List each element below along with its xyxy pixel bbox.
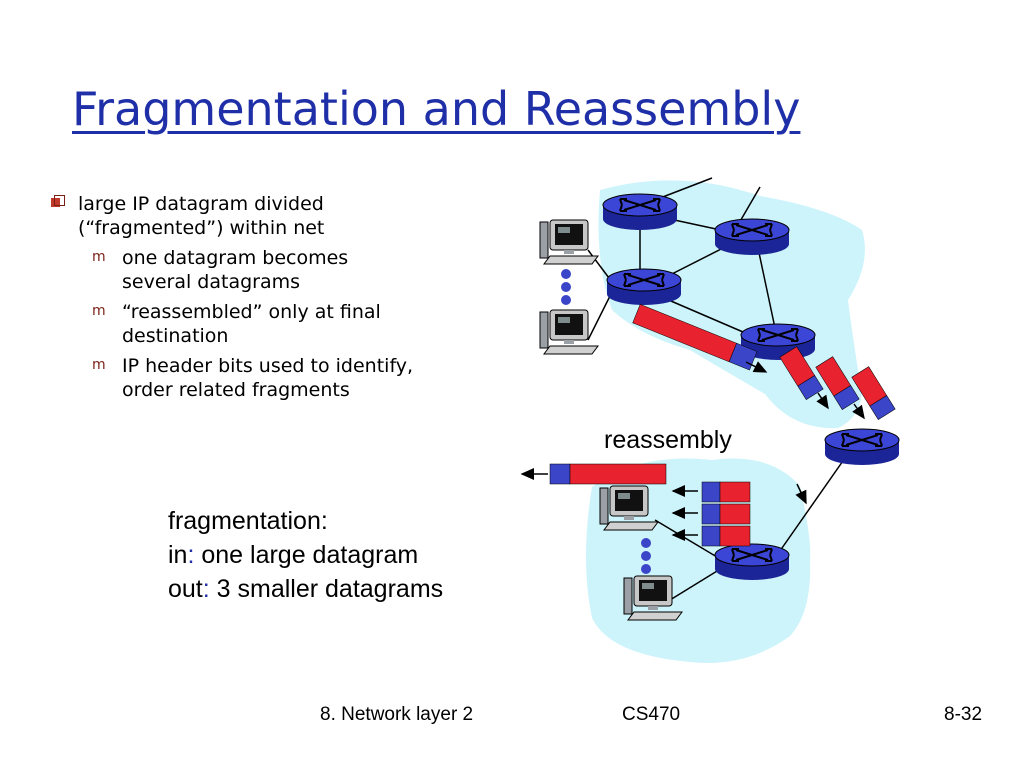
bullet-text: large IP datagram divided (“fragmented”)… — [78, 193, 325, 239]
arrow-icon — [745, 361, 865, 505]
router-icon — [714, 543, 790, 581]
fragmentation-in-line: in: one large datagram — [168, 541, 419, 569]
sub-bullet-text: one datagram becomes several datagrams — [122, 247, 349, 293]
bullet-item: large IP datagram divided (“fragmented”)… — [50, 192, 420, 240]
sub-bullet-icon: m — [92, 303, 106, 319]
footer-left: 8. Network layer 2 — [320, 704, 474, 725]
fragmentation-out-line: out: 3 smaller datagrams — [168, 575, 444, 603]
router-icon — [824, 428, 900, 466]
arriving-fragments — [701, 481, 751, 547]
sub-bullet-item: m “reassembled” only at final destinatio… — [50, 300, 420, 348]
router-icon — [714, 218, 790, 256]
in-text: one large datagram — [194, 541, 419, 569]
in-label: in — [168, 541, 188, 569]
fragmentation-heading: fragmentation: — [168, 507, 328, 535]
slide-title: Fragmentation and Reassembly — [72, 82, 801, 136]
sub-bullet-icon: m — [92, 249, 106, 265]
out-text: 3 smaller datagrams — [209, 575, 444, 603]
footer-center: CS470 — [622, 704, 681, 725]
footer-page-number: 8-32 — [944, 704, 983, 725]
more-hosts-dots-icon — [561, 269, 651, 574]
out-label: out — [168, 575, 203, 603]
sub-bullet-item: m one datagram becomes several datagrams — [50, 246, 420, 294]
sub-bullet-text: “reassembled” only at final destination — [122, 301, 381, 347]
bullet-list: large IP datagram divided (“fragmented”)… — [50, 192, 420, 402]
sub-bullet-item: m IP header bits used to identify, order… — [50, 354, 420, 402]
arrow-icon — [671, 485, 698, 541]
square-bullet-icon — [50, 195, 66, 211]
reassembly-label: reassembly — [604, 426, 732, 454]
host-computer-icon — [539, 219, 599, 265]
router-icon — [602, 193, 678, 231]
router-icon — [606, 268, 682, 306]
fragment-datagram — [851, 366, 896, 420]
fragmentation-note: fragmentation: in: one large datagram ou… — [168, 504, 443, 606]
sub-bullet-text: IP header bits used to identify, order r… — [122, 355, 414, 401]
fragment-datagram — [815, 356, 860, 410]
sub-bullet-icon: m — [92, 357, 106, 373]
reassembled-datagram — [520, 463, 667, 485]
host-computer-icon — [539, 309, 599, 355]
fragment-datagram — [779, 346, 824, 400]
